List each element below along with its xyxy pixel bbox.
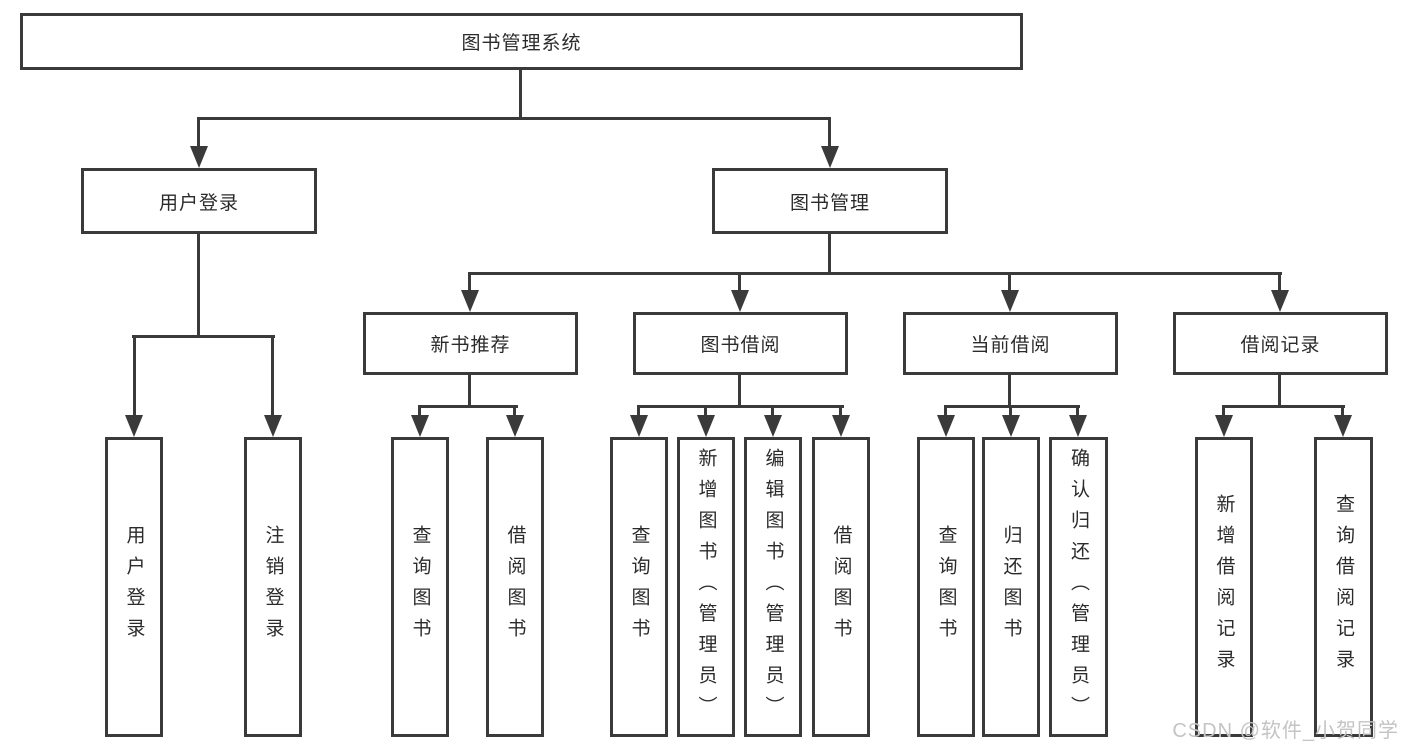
connector-borrow-record-stem bbox=[1278, 375, 1281, 407]
connector-root-splitter bbox=[197, 117, 831, 120]
node-current-borrowing: 当前借阅 bbox=[903, 312, 1118, 375]
leaf-label: 用户登录 bbox=[123, 525, 145, 649]
arrowhead-leaf bbox=[1069, 415, 1087, 437]
leaf-edit-books-admin: 编辑图书（管理员） bbox=[744, 437, 802, 737]
connector-to-borrow-record bbox=[1278, 274, 1281, 292]
node-current-borrowing-label: 当前借阅 bbox=[970, 335, 1051, 356]
node-root-label: 图书管理系统 bbox=[461, 33, 582, 54]
node-new-book-recommend-label: 新书推荐 bbox=[430, 335, 511, 356]
node-user-login: 用户登录 bbox=[81, 168, 317, 234]
leaf-label: 查询借阅记录 bbox=[1333, 494, 1354, 680]
leaf-query-borrow-record: 查询借阅记录 bbox=[1314, 437, 1373, 737]
connector-to-book-mgmt bbox=[828, 118, 831, 146]
connector-leaf-stub bbox=[771, 406, 774, 417]
connector-new-book-splitter bbox=[418, 405, 518, 408]
connector-leaf-stub bbox=[704, 406, 707, 417]
arrowhead-borrow-record bbox=[1271, 290, 1289, 312]
arrowhead-new-book bbox=[461, 290, 479, 312]
connector-leaf-stub bbox=[1076, 406, 1079, 417]
node-user-login-label: 用户登录 bbox=[158, 192, 239, 214]
node-book-management: 图书管理 bbox=[712, 168, 948, 234]
arrowhead-leaf bbox=[1334, 415, 1352, 437]
leaf-query-books-recommend: 查询图书 bbox=[391, 437, 449, 737]
arrowhead-leaf bbox=[832, 415, 850, 437]
leaf-user-login: 用户登录 bbox=[105, 437, 163, 737]
leaf-label: 查询图书 bbox=[628, 525, 650, 649]
leaf-add-books-admin: 新增图书（管理员） bbox=[677, 437, 735, 737]
leaf-query-books-current: 查询图书 bbox=[917, 437, 975, 737]
connector-book-mgmt-stem bbox=[828, 234, 831, 274]
connector-borrow-record-splitter bbox=[1222, 405, 1345, 408]
connector-book-borrow-stem bbox=[738, 375, 741, 407]
leaf-label: 归还图书 bbox=[1000, 525, 1022, 649]
arrowhead-leaf bbox=[697, 415, 715, 437]
arrowhead-leaf bbox=[1215, 415, 1233, 437]
connector-to-current-borrow bbox=[1008, 274, 1011, 292]
connector-leaf-stub bbox=[1009, 406, 1012, 417]
leaf-label: 新增图书（管理员） bbox=[695, 447, 717, 727]
leaf-label: 确认归还（管理员） bbox=[1068, 447, 1089, 727]
connector-to-user-login bbox=[197, 118, 200, 146]
connector-leaf-stub bbox=[513, 406, 516, 417]
leaf-label: 借阅图书 bbox=[830, 525, 852, 649]
connector-leaf-stub bbox=[418, 406, 421, 417]
leaf-label: 注销登录 bbox=[262, 525, 284, 649]
arrowhead-leaf bbox=[1002, 415, 1020, 437]
connector-book-borrow-splitter bbox=[637, 405, 844, 408]
connector-book-mgmt-splitter bbox=[468, 272, 1282, 275]
arrowhead-book-borrow bbox=[731, 290, 749, 312]
connector-leaf-stub bbox=[839, 406, 842, 417]
leaf-label: 借阅图书 bbox=[504, 525, 526, 649]
leaf-logout: 注销登录 bbox=[244, 437, 302, 737]
node-borrowing-records: 借阅记录 bbox=[1173, 312, 1388, 375]
arrowhead-leaf bbox=[937, 415, 955, 437]
arrowhead-leaf bbox=[630, 415, 648, 437]
node-root: 图书管理系统 bbox=[20, 13, 1023, 70]
arrowhead-leaf bbox=[764, 415, 782, 437]
connector-to-book-borrow bbox=[738, 274, 741, 292]
node-borrowing-records-label: 借阅记录 bbox=[1240, 335, 1321, 356]
node-new-book-recommend: 新书推荐 bbox=[363, 312, 578, 375]
watermark-text: CSDN @软件_小贺同学 bbox=[1172, 720, 1399, 742]
connector-leaf-stub bbox=[944, 406, 947, 417]
connector-user-login-splitter bbox=[132, 335, 275, 338]
arrowhead-logout-leaf bbox=[264, 415, 282, 437]
leaf-borrow-books: 借阅图书 bbox=[812, 437, 870, 737]
arrowhead-leaf bbox=[411, 415, 429, 437]
leaf-borrow-books-recommend: 借阅图书 bbox=[486, 437, 544, 737]
connector-current-borrow-stem bbox=[1008, 375, 1011, 407]
connector-to-logout-leaf bbox=[271, 336, 274, 417]
node-book-management-label: 图书管理 bbox=[789, 192, 870, 214]
arrowhead-book-mgmt bbox=[821, 146, 839, 168]
leaf-label: 查询图书 bbox=[935, 525, 957, 649]
connector-to-login-leaf bbox=[133, 336, 136, 417]
connector-root-stem bbox=[519, 70, 522, 118]
connector-user-login-stem bbox=[197, 234, 200, 337]
connector-leaf-stub bbox=[1222, 406, 1225, 417]
leaf-label: 编辑图书（管理员） bbox=[762, 447, 784, 727]
connector-leaf-stub bbox=[1341, 406, 1344, 417]
leaf-add-borrow-record: 新增借阅记录 bbox=[1195, 437, 1253, 737]
arrowhead-leaf bbox=[506, 415, 524, 437]
connector-leaf-stub bbox=[637, 406, 640, 417]
leaf-confirm-return-admin: 确认归还（管理员） bbox=[1049, 437, 1108, 737]
connector-current-borrow-splitter bbox=[944, 405, 1080, 408]
leaf-query-books-borrowing: 查询图书 bbox=[610, 437, 668, 737]
leaf-return-books: 归还图书 bbox=[982, 437, 1040, 737]
leaf-label: 查询图书 bbox=[409, 525, 431, 649]
node-book-borrowing: 图书借阅 bbox=[633, 312, 848, 375]
connector-new-book-stem bbox=[468, 375, 471, 407]
arrowhead-login-leaf bbox=[125, 415, 143, 437]
node-book-borrowing-label: 图书借阅 bbox=[700, 335, 781, 356]
arrowhead-current-borrow bbox=[1001, 290, 1019, 312]
arrowhead-user-login bbox=[190, 146, 208, 168]
leaf-label: 新增借阅记录 bbox=[1213, 494, 1235, 680]
connector-to-new-book bbox=[468, 274, 471, 292]
